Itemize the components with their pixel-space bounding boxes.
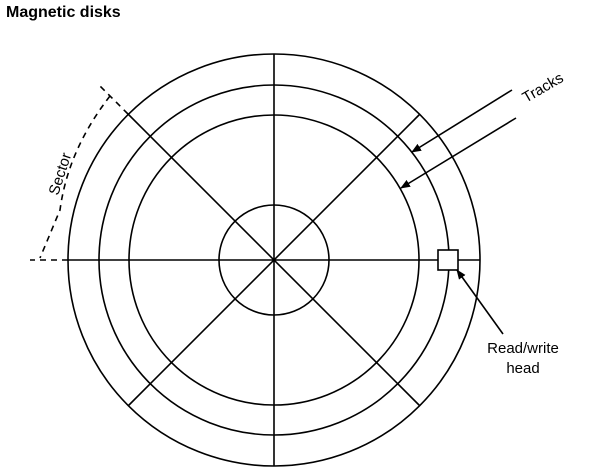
- tracks-label: Tracks: [520, 70, 567, 107]
- tracks-arrow-outer: [411, 89, 513, 153]
- head-label-line-2: head: [506, 360, 539, 377]
- sector-line-diagonal-2: [127, 113, 421, 407]
- diagram-title: Magnetic disks: [6, 4, 121, 21]
- tracks-arrow-inner: [400, 117, 517, 189]
- head-arrow: [456, 269, 504, 335]
- sector-dashed-bracket: [39, 95, 111, 259]
- sector-label: Sector: [46, 151, 76, 197]
- read-write-head: [437, 249, 459, 271]
- sector-dashed-extension-diagonal: [97, 83, 129, 115]
- head-label-line-1: Read/write: [487, 340, 559, 357]
